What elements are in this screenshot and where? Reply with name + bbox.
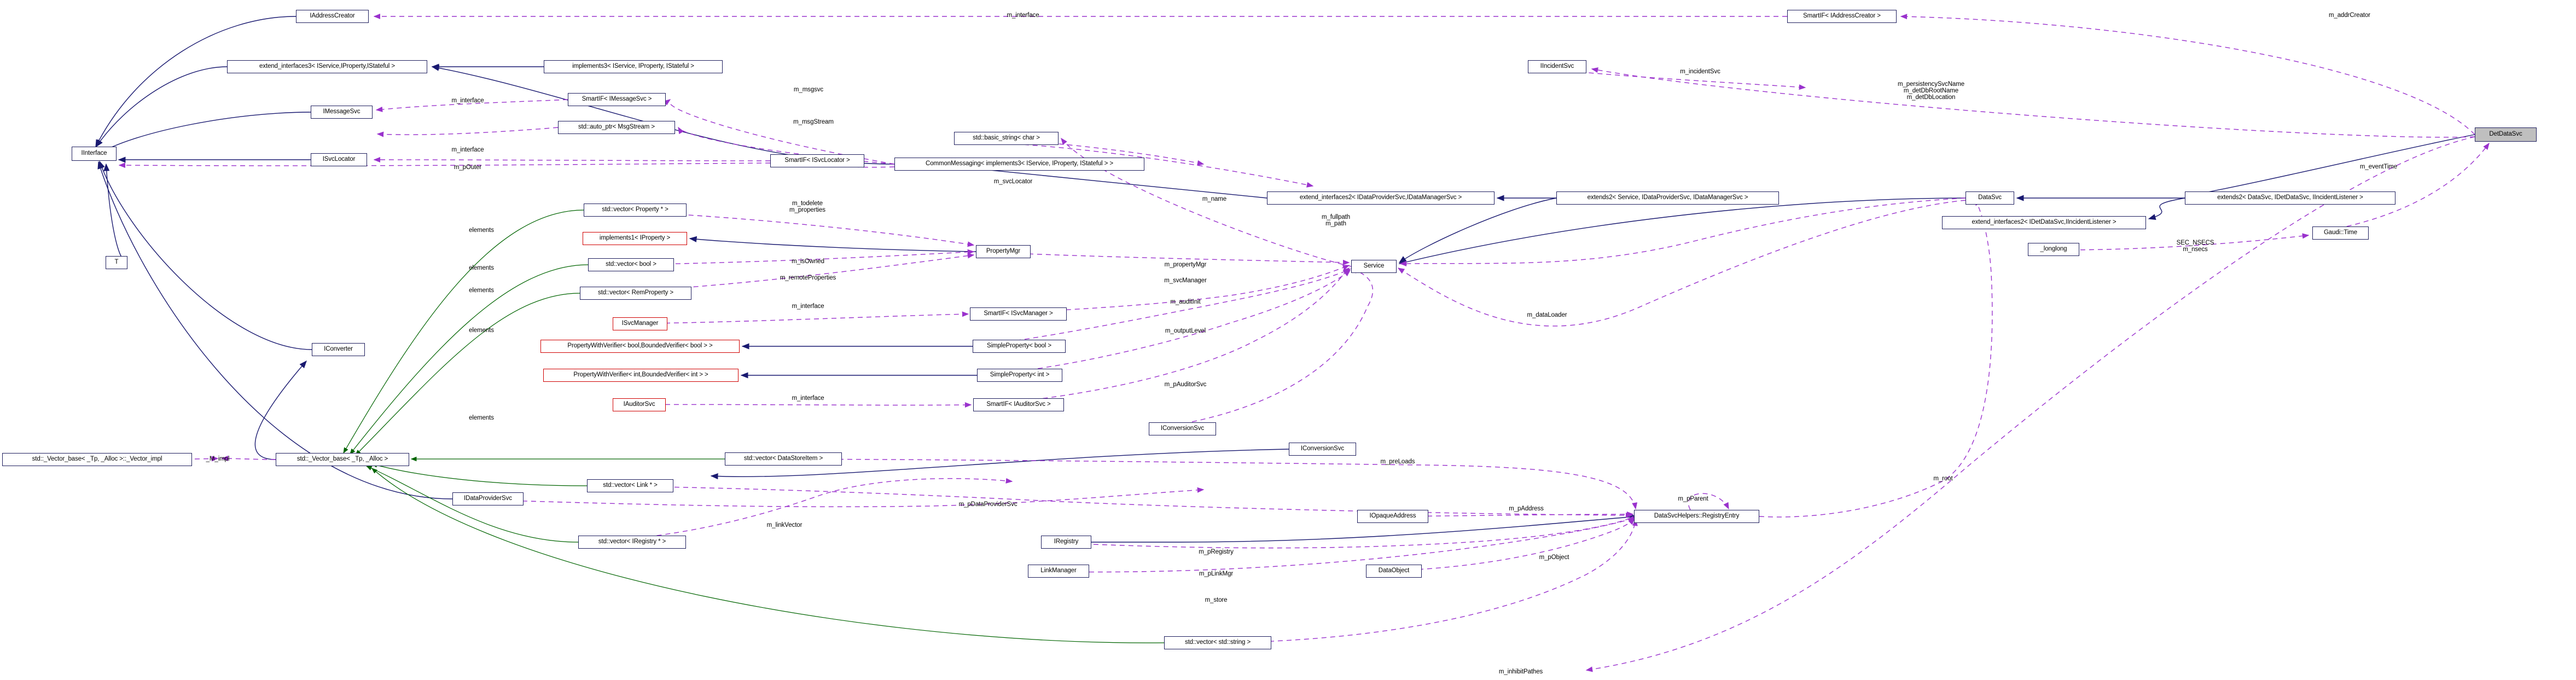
class-node-n45[interactable]: DataSvcHelpers::RegistryEntry [1634, 510, 1759, 523]
edge-label: elements [469, 227, 494, 234]
class-node-n4[interactable]: IIncidentSvc [1528, 60, 1586, 73]
class-node-n47[interactable]: IRegistry [1041, 536, 1091, 549]
class-node-n7[interactable]: std::auto_ptr< MsgStream > [558, 121, 675, 134]
class-node-n36[interactable]: Service [1351, 260, 1397, 273]
edge-label: m_interface [792, 395, 824, 402]
edge-label: m_preLoads [1380, 458, 1415, 465]
edge-label: elements [469, 287, 494, 294]
class-node-n44[interactable]: IOpaqueAddress [1357, 510, 1428, 523]
class-node-n24[interactable]: std::vector< bool > [588, 258, 674, 271]
edge-label: m_pRegistry [1199, 549, 1234, 555]
class-node-n14[interactable]: extends2< Service, IDataProviderSvc, IDa… [1556, 191, 1779, 205]
edge-label: m_msgsvc [793, 86, 824, 93]
class-node-n8[interactable]: std::basic_string< char > [954, 132, 1059, 145]
edge-label: m_svcLocator [993, 178, 1033, 185]
class-node-n26[interactable]: std::vector< RemProperty > [580, 287, 691, 300]
class-node-n21[interactable]: std::vector< Property * > [584, 204, 687, 217]
edge-label: m_msgStream [793, 119, 834, 125]
edge-label: m_inhibitPathes [1498, 669, 1543, 675]
class-node-n29[interactable]: IConverter [312, 343, 365, 356]
edge-label: m_svcManager [1164, 277, 1207, 284]
class-node-n39[interactable]: std::_Vector_base< _Tp, _Alloc > [276, 453, 409, 466]
class-node-n20[interactable]: _longlong [2028, 243, 2079, 256]
class-node-n15[interactable]: DataSvc [1966, 191, 2014, 205]
class-node-n6[interactable]: SmartIF< IMessageSvc > [568, 93, 666, 106]
class-node-n34[interactable]: IAuditorSvc [613, 398, 666, 411]
class-node-n50[interactable]: std::vector< std::string > [1164, 636, 1271, 649]
class-node-n42[interactable]: IDataProviderSvc [452, 492, 524, 505]
class-node-n30[interactable]: PropertyWithVerifier< bool,BoundedVerifi… [540, 340, 740, 353]
edge-label: m_pObject [1539, 554, 1569, 561]
class-node-n17[interactable]: DetDataSvc [2475, 127, 2537, 142]
class-node-n1[interactable]: SmartIF< IAddressCreator > [1787, 10, 1897, 23]
edge-label: m_pParent [1678, 496, 1708, 502]
edge-label: m_interface [1007, 12, 1039, 19]
edge-label: m_pDataProviderSvc [958, 501, 1017, 508]
class-node-n11[interactable]: SmartIF< ISvcLocator > [770, 154, 864, 167]
edge-label: elements [469, 327, 494, 334]
edge-label: m_isOwned [792, 258, 824, 265]
class-node-n31[interactable]: SimpleProperty< bool > [973, 340, 1066, 353]
class-node-n10[interactable]: ISvcLocator [311, 153, 367, 166]
edge-label: m_remoteProperties [780, 275, 836, 281]
class-node-n32[interactable]: PropertyWithVerifier< int,BoundedVerifie… [543, 369, 739, 382]
class-node-n27[interactable]: ISvcManager [613, 317, 667, 330]
edge-label: elements [469, 415, 494, 421]
edge-label: m_propertyMgr [1164, 261, 1207, 268]
edge-label: m_interface [451, 147, 484, 153]
edge-label: m_auditInit [1170, 299, 1201, 305]
class-node-n38[interactable]: std::_Vector_base< _Tp, _Alloc >::_Vecto… [2, 453, 192, 466]
edge-label: elements [469, 265, 494, 271]
class-node-n0[interactable]: IAddressCreator [296, 10, 369, 23]
class-node-n40[interactable]: std::vector< DataStoreItem > [725, 452, 842, 466]
edge-label: m_addrCreator [2328, 12, 2371, 19]
class-node-n43[interactable]: std::vector< Link * > [587, 479, 673, 492]
edge-label: m_outputLevel [1165, 328, 1206, 334]
class-node-n18[interactable]: extend_interfaces2< IDetDataSvc,IInciden… [1942, 216, 2146, 229]
class-node-n33[interactable]: SimpleProperty< int > [977, 369, 1062, 382]
edge-label: m_incidentSvc [1680, 68, 1720, 75]
class-node-n23[interactable]: PropertyMgr [976, 245, 1031, 258]
class-node-n9[interactable]: IInterface [72, 147, 117, 161]
edge-label: m_eventTime [2359, 164, 2398, 170]
class-node-n46[interactable]: std::vector< IRegistry * > [578, 536, 686, 549]
edge-label: m_pLinkMgr [1199, 571, 1234, 577]
class-node-n19[interactable]: Gaudi::Time [2312, 226, 2369, 240]
edge-label: m_dataLoader [1527, 312, 1567, 318]
edge-label: m_interface [451, 97, 484, 104]
class-node-n12[interactable]: CommonMessaging< implements3< IService, … [894, 158, 1144, 171]
class-node-n2[interactable]: extend_interfaces3< IService,IProperty,I… [227, 60, 427, 73]
class-node-n41[interactable]: IConversionSvc [1289, 443, 1356, 456]
class-node-n28[interactable]: SmartIF< ISvcManager > [970, 307, 1067, 321]
class-node-n49[interactable]: LinkManager [1028, 565, 1089, 578]
edge-label: m_store [1205, 597, 1228, 603]
edge-label: m_name [1202, 196, 1227, 202]
edge-label: m_root [1933, 475, 1953, 482]
class-node-n3[interactable]: implements3< IService, IProperty, IState… [544, 60, 723, 73]
edge-label: m_pAddress [1509, 505, 1544, 512]
class-node-n35[interactable]: SmartIF< IAuditorSvc > [973, 398, 1064, 411]
edge-label: m_interface [792, 303, 824, 310]
class-node-n48[interactable]: DataObject [1366, 565, 1422, 578]
edge-label: m_pOuter [453, 164, 482, 171]
class-node-n5[interactable]: IMessageSvc [311, 106, 373, 119]
class-node-n16[interactable]: extends2< DataSvc, IDetDataSvc, IInciden… [2185, 191, 2395, 205]
edge-label: m_pAuditorSvc [1164, 381, 1207, 388]
edge-label: m_linkVector [766, 522, 803, 528]
class-node-n37[interactable]: IConversionSvc [1149, 422, 1216, 435]
edge-label: _M_impl [206, 456, 230, 462]
class-node-n25[interactable]: T [106, 256, 127, 269]
class-node-n13[interactable]: extend_interfaces2< IDataProviderSvc,IDa… [1267, 191, 1495, 205]
class-node-n22[interactable]: implements1< IProperty > [583, 232, 687, 245]
